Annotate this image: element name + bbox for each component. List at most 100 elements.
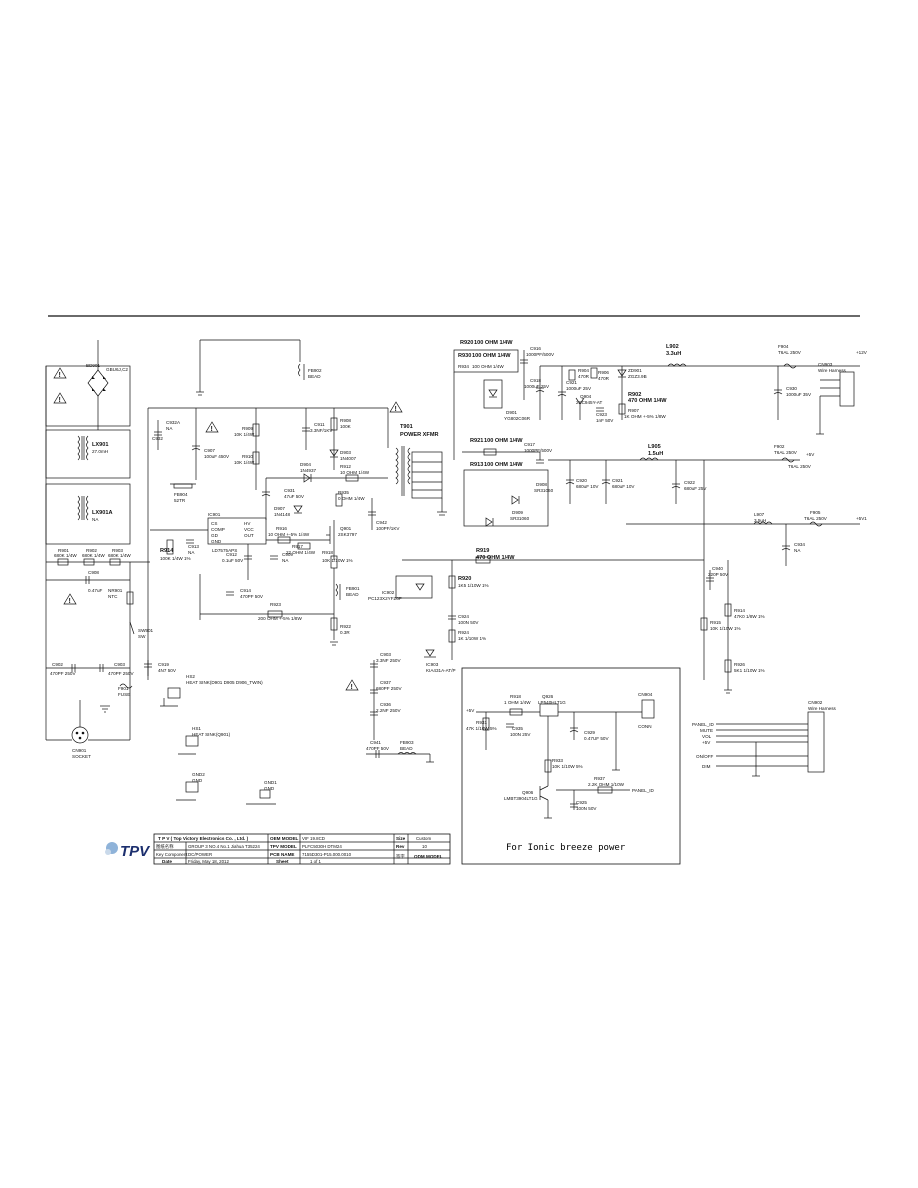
tb-key-comp-value: DC/POWER <box>188 852 212 857</box>
c911-value: 3.3NF/1KV <box>310 428 333 433</box>
l907-value: 3.5uH <box>754 518 766 523</box>
r934-value: 100 OHM 1/4W <box>472 364 504 369</box>
r931-label: R931 <box>476 720 487 725</box>
l902-value: 3.3uH <box>666 351 681 357</box>
c917-label: C917 <box>524 442 535 447</box>
r930-label: R930 <box>458 353 471 359</box>
q904-value: 2SC945Y-AT <box>576 400 602 405</box>
tb-pcb-name-label: PCB NAME <box>270 852 295 857</box>
tb-date-value: Friday, May 18, 2012 <box>188 859 229 864</box>
tb-addr: GROUP 3 NO.4 No.1 Jiahua T35224 <box>188 844 260 849</box>
r919-label: R919 <box>476 548 489 554</box>
r937-label: R937 <box>594 776 605 781</box>
r933-label: R933 <box>552 758 563 763</box>
d903-label: D903 <box>340 450 351 455</box>
cn902-label: CN902 <box>808 700 823 705</box>
plus5v1: +5V1 <box>856 516 867 521</box>
ic901-part: LD7575APS <box>212 548 237 553</box>
ic903-label: IC903 <box>426 662 439 667</box>
c932a-label: C932A <box>166 420 181 425</box>
sig-dim: DIM <box>702 764 711 769</box>
c936-label: C936 <box>380 702 391 707</box>
r926-value: 5K1 1/10W 1% <box>734 668 765 673</box>
gnd1-label: GND1 <box>264 780 277 785</box>
c921-value: 1000uF 25V <box>566 386 592 391</box>
r913-value: 100 OHM 1/4W <box>484 462 523 468</box>
zd901-label: ZD901 <box>628 368 642 373</box>
bd901-label: BD901 <box>86 363 100 368</box>
q901-value: 2SK3797 <box>338 532 357 537</box>
hs1-label: HS1 <box>192 726 201 731</box>
cn903-value: Wire Harness <box>818 368 847 373</box>
l905-value: 1.5uH <box>648 451 663 457</box>
cn902-value: Wire Harness <box>808 706 837 711</box>
c932-value: NA <box>166 426 173 431</box>
c912-value: 0.1uF 50V <box>222 558 244 563</box>
lx901-value: 27.0mH <box>92 449 108 454</box>
c909-label: C909 <box>282 552 293 557</box>
c920-value: 680uF 10V <box>576 484 599 489</box>
q926-value: LP540HLT1G <box>538 700 566 705</box>
r915-label: R915 <box>710 620 721 625</box>
c923-label: C923 <box>596 412 607 417</box>
r910-value: 10K 1/4W <box>234 460 255 465</box>
c903b-label: C903 <box>380 652 391 657</box>
d907-value: 1N4148 <box>274 512 291 517</box>
d907-label: D907 <box>274 506 285 511</box>
c914-label: C914 <box>240 588 251 593</box>
svg-text:!: ! <box>211 426 213 433</box>
f905-label: F905 <box>810 510 821 515</box>
r917-label: R917 <box>292 544 303 549</box>
hs2-label: HS2 <box>186 674 195 679</box>
ac-input-section: ! ! BD901 GBU6J,C2 LX901 27.0mH LX901A N… <box>45 340 154 759</box>
r924-value: 1K 1/10W 1% <box>458 636 486 641</box>
r921-label: R921 <box>470 438 483 444</box>
c936-value: 2.2NF 250V <box>376 708 401 713</box>
ic902-value: PC123X2YFZ0F <box>368 596 402 601</box>
r920-label: R920 <box>460 340 473 346</box>
bd901-part: GBU6J,C2 <box>106 367 128 372</box>
c916-value: 1000PF/500V <box>526 352 555 357</box>
d901-value: YG802C06R <box>504 416 531 421</box>
fb903-label: FB903 <box>400 740 414 745</box>
c942-value: 100PF/1KV <box>376 526 400 531</box>
c907-value: 100uF 450V <box>204 454 230 459</box>
c940-label: C940 <box>712 566 723 571</box>
c925-label: C925 <box>576 800 587 805</box>
c937-label: C937 <box>380 680 391 685</box>
r909-value: 10K 1/4W <box>234 432 255 437</box>
r904-value: 470R <box>578 374 590 379</box>
r904-label: R904 <box>578 368 589 373</box>
tb-sheet-label: Sheet <box>276 859 289 864</box>
fb904-value: 52TR <box>174 498 186 503</box>
f902-label: F902 <box>774 444 785 449</box>
q906-label: Q906 <box>522 790 534 795</box>
fb901-label: FB901 <box>346 586 360 591</box>
hs2-value: HEAT SINK(D901 D905 D906_TWIN) <box>186 680 263 685</box>
f905-value: T6AL 250V <box>804 516 828 521</box>
r914-value: 100K 1/4W 1% <box>160 556 191 561</box>
r901-label: R901 <box>58 548 69 553</box>
tb-oem-model-value: VIF 19.8CD <box>302 836 325 841</box>
c909-value: NA <box>282 558 289 563</box>
c925-value: 100N 50V <box>576 806 597 811</box>
r937-value: 2.2K OHM 1/10W <box>588 782 625 787</box>
q906-value: LMBT3904LT1G <box>504 796 538 801</box>
r920-value: 100 OHM 1/4W <box>474 340 513 346</box>
fb901-value: BEAD <box>346 592 359 597</box>
c935-value: 100N 25V <box>510 732 531 737</box>
c921b-label: C921 <box>612 478 623 483</box>
c903-value: 470PF 250V <box>108 671 134 676</box>
sig-panel-id: PANEL_ID <box>692 722 715 727</box>
r912-value: 10 OHM 1/4W <box>340 470 370 475</box>
r921-value: 100 OHM 1/4W <box>484 438 523 444</box>
r912-label: R912 <box>340 464 351 469</box>
c922-label: C922 <box>684 480 695 485</box>
c942-label: C942 <box>376 520 387 525</box>
tpv-logo-text: TPV <box>120 843 151 860</box>
fb903-value: BEAD <box>400 746 413 751</box>
r914b-value: 47K0 1/8W 1% <box>734 614 765 619</box>
c903b-value: 3.3NF 250V <box>376 658 401 663</box>
ic903-value: KIA431A-AT/P <box>426 668 456 673</box>
r915-value: 10K 1/10W 1% <box>710 626 741 631</box>
